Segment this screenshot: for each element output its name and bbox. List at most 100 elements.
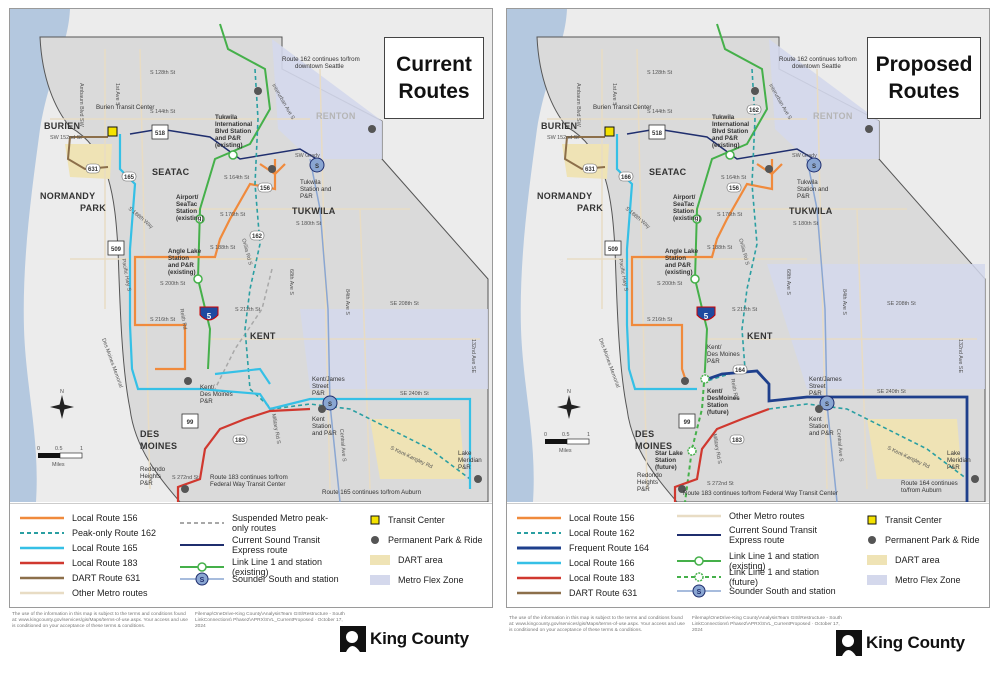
route-shields: 156 165 162 183 631 518 509 99 5 [85, 124, 273, 445]
station-label: Lake [458, 450, 472, 457]
station-label: Blvd Station [712, 128, 748, 135]
route-shield [746, 104, 762, 115]
station-label: P&R [458, 464, 471, 471]
sounder-s-label: S [328, 402, 332, 408]
station-label: P&R [312, 390, 325, 397]
legend-label: Metro Flex Zone [895, 575, 961, 585]
scale-tick: 0 [37, 446, 40, 452]
station-label: Station [168, 255, 189, 262]
station-label: P&R [200, 398, 213, 405]
interstate-shield-label: 5 [207, 312, 212, 321]
legend-item: Local Route 183 [517, 573, 635, 583]
station-label: Lake [947, 450, 961, 457]
legend-label: Metro Flex Zone [398, 575, 464, 585]
street-label: S 272nd St [707, 481, 734, 487]
station-label: International [215, 121, 252, 128]
file-path-fineprint: Filemap\OneDrive-King County\AnalysisTea… [195, 612, 345, 629]
legend-label: DART Route 631 [72, 573, 141, 583]
route-shield [582, 163, 598, 174]
legend-item: Peak-only Route 162 [20, 528, 156, 538]
legend-item: Local Route 166 [517, 558, 635, 568]
station-label: and P&R [168, 262, 194, 269]
station-label: Station [655, 457, 676, 464]
legend-item: Link Line 1 and station (future) [677, 567, 847, 587]
street-label: S 176th St [220, 212, 246, 218]
route-shield-label: 156 [260, 186, 271, 192]
link-station-tukwila-intl [228, 150, 238, 160]
route-note: Route 183 continues to/from Federal Way … [683, 490, 838, 497]
legend-label: Local Route 183 [569, 573, 635, 583]
city-label: TUKWILA [789, 206, 833, 216]
street-label: S 128th St [647, 70, 673, 76]
station-label: (future) [655, 464, 677, 471]
street-label: Pacific Hwy S [617, 258, 629, 292]
city-label: NORMANDY [40, 191, 95, 201]
dart-area-burien [562, 144, 609, 179]
title-line: Current [396, 53, 472, 76]
sounder-station-kent [322, 395, 338, 411]
route-shield [729, 434, 745, 445]
svg-text:S: S [697, 589, 702, 596]
route-note: Route 164 continues [901, 480, 958, 487]
route-note: Federal Way Transit Center [210, 481, 285, 488]
route-183-line [673, 407, 770, 502]
route-shield [232, 434, 248, 445]
legend-item: DART Route 631 [517, 588, 637, 598]
station-label: Kent [312, 416, 325, 423]
route-note: Route 165 continues to/from Auburn [322, 489, 422, 496]
legend-item: Local Route 156 [517, 513, 635, 523]
scale-bar: 0 0.5 1 Miles [544, 432, 590, 454]
station-label: Redondo [140, 466, 166, 473]
station-label: P&R [947, 464, 960, 471]
scale-unit: Miles [559, 448, 572, 454]
station-label: Kent/ [707, 388, 723, 395]
legend-label: Sounder South and station [232, 574, 339, 584]
street-label: Ambaum Blvd SW [575, 83, 581, 128]
metro-flex-zone-kent [300, 309, 488, 389]
north-arrow: N [50, 389, 74, 419]
station-label: P&R [809, 390, 822, 397]
legend-item: DART area [867, 555, 940, 565]
route-note: downtown Seattle [295, 63, 344, 70]
legend-item: Transit Center [370, 515, 445, 525]
legend-item: Permanent Park & Ride [370, 535, 483, 545]
street-label: S 180th St [296, 221, 322, 227]
sounder-s-label: S [812, 164, 816, 170]
station-label: Tukwila [712, 114, 735, 121]
station-label: Meridian [458, 457, 482, 464]
park-and-ride-markers [678, 87, 979, 493]
street-label: S 144th St [647, 109, 673, 115]
legend: Local Route 156 Local Route 162 Frequent… [507, 503, 989, 607]
legend-label: Current Sound Transit Express route [729, 525, 818, 545]
legend-label: Local Route 183 [72, 558, 138, 568]
station-label: Station [673, 208, 694, 215]
city-label: SEATAC [649, 167, 687, 177]
street-label: S 200th St [657, 281, 683, 287]
street-label: Military Rd S [711, 433, 722, 465]
highway-shield-label: 509 [111, 247, 122, 253]
street-label: S 188th St [707, 245, 733, 251]
sounder-line [309, 158, 341, 502]
interstate-shield [696, 306, 716, 321]
legend-item: Other Metro routes [677, 511, 847, 521]
title-line: Proposed [875, 53, 973, 76]
street-label: Reith Rd [729, 378, 739, 400]
current-routes-panel: S S BURIEN SEATAC NORMANDY PARK TUKWILA … [9, 8, 493, 608]
station-label: Tukwila [215, 114, 238, 121]
legend-item: DART Route 631 [20, 573, 140, 583]
route-shield-label: 162 [252, 234, 263, 240]
legend-item: Transit Center [867, 515, 942, 525]
route-shield-label: 165 [124, 175, 135, 181]
highway-shield [107, 240, 125, 256]
route-note: Route 162 continues to/from [282, 56, 360, 63]
link-station-angle-lake [193, 274, 203, 284]
legend-item: Local Route 183 [20, 558, 138, 568]
king-county-logo: King County [340, 626, 469, 652]
sounder-station-tukwila [309, 157, 325, 173]
city-label: KENT [747, 331, 773, 341]
legend-item: Link Line 1 and station (existing) [180, 557, 340, 577]
station-label: Station [312, 423, 332, 430]
king-county-logo: King County [836, 630, 965, 656]
legend-label: Local Route 166 [569, 558, 635, 568]
